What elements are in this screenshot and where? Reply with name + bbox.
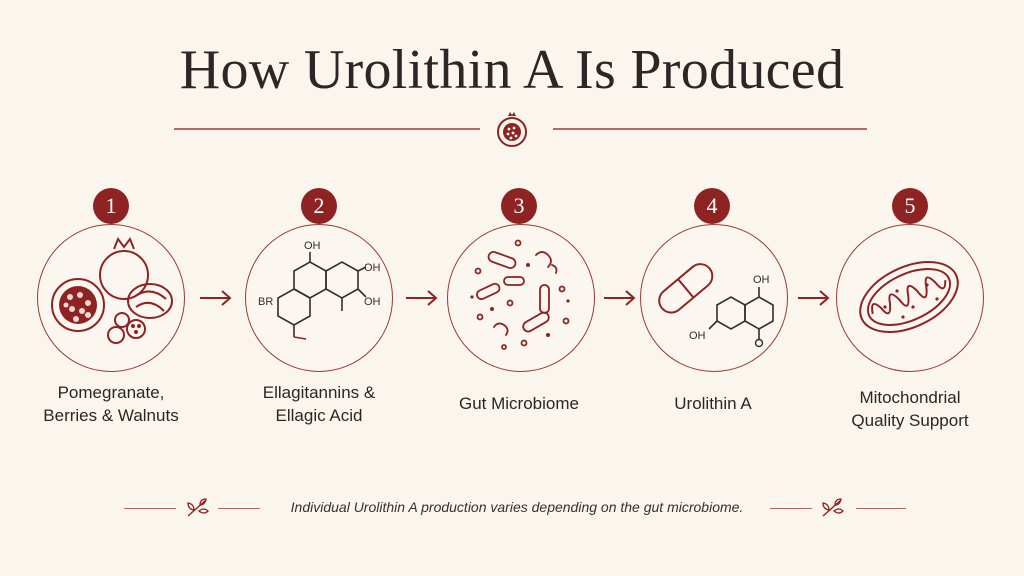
leaf-sprig-icon: [822, 498, 844, 517]
step-2-circle: OH OH OH BR: [245, 224, 393, 372]
step-number-badge: 3: [501, 188, 537, 224]
page-title: How Urolithin A Is Produced: [179, 39, 845, 101]
fruits-icon: [51, 236, 173, 344]
step-1-circle: [37, 224, 185, 372]
title-divider-left: [174, 128, 480, 130]
capsule-molecule-icon: OH OH: [658, 263, 774, 348]
step-3-label: Gut Microbiome: [459, 394, 579, 413]
capsule-icon: [658, 263, 714, 314]
step-5-circle: [836, 224, 984, 372]
step-number-badge: 1: [93, 188, 129, 224]
arrow-right-icon: [406, 290, 438, 306]
step-1-label: Pomegranate,Berries & Walnuts: [43, 383, 179, 425]
pomegranate-icon: [497, 112, 527, 147]
footer-note: Individual Urolithin A production varies…: [290, 499, 744, 515]
molecule-label-oh: OH: [689, 330, 706, 342]
footer-divider: [124, 508, 176, 510]
molecule-label-oh: OH: [304, 240, 321, 252]
arrow-right-icon: [200, 290, 232, 306]
gut-bacteria-icon: [470, 239, 570, 350]
arrow-right-icon: [604, 290, 636, 306]
step-number-badge: 4: [694, 188, 730, 224]
arrow-right-icon: [798, 290, 830, 306]
molecule-label-br: BR: [258, 296, 273, 308]
leaf-sprig-icon: [187, 498, 209, 517]
footer-divider: [770, 508, 812, 510]
molecule-label-oh: OH: [364, 262, 381, 274]
step-4-circle: OH OH: [640, 224, 788, 372]
step-4-label: Urolithin A: [674, 394, 752, 413]
step-2-label: Ellagitannins &Ellagic Acid: [262, 383, 376, 425]
footer-divider: [218, 508, 260, 510]
molecule-label-oh: OH: [753, 274, 770, 286]
ellagic-acid-molecule-icon: OH OH OH BR: [258, 240, 381, 340]
molecule-label-oh: OH: [364, 296, 381, 308]
footer-divider: [856, 508, 906, 510]
step-3-circle: [447, 224, 595, 372]
mitochondrion-icon: [859, 261, 959, 333]
step-number-badge: 5: [892, 188, 928, 224]
title-divider-right: [553, 128, 867, 130]
step-number-badge: 2: [301, 188, 337, 224]
